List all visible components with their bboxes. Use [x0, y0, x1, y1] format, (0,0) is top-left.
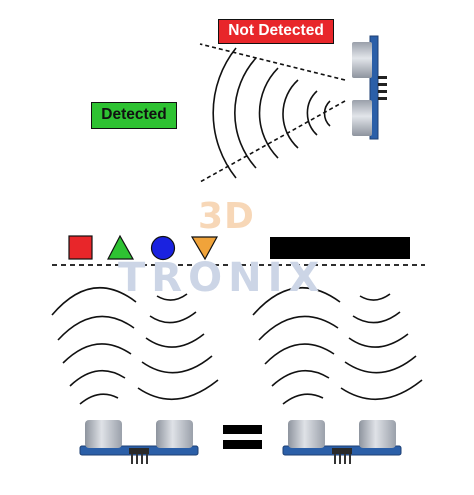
bottom-left-sensor	[79, 420, 199, 464]
sensor-pins	[378, 76, 387, 100]
transducer-right	[359, 420, 396, 448]
wave-arc	[51, 287, 137, 316]
sensor-pins	[334, 454, 351, 464]
left-wave-group-b	[137, 293, 219, 400]
transducer-top	[352, 42, 372, 78]
bottom-right-sensor	[282, 420, 402, 464]
wave-arc	[323, 100, 331, 127]
equals-bar-top	[223, 425, 262, 434]
equals-sign	[223, 425, 262, 449]
not-detected-label: Not Detected	[218, 19, 334, 44]
equals-bar-bottom	[223, 440, 262, 449]
wave-arc	[57, 315, 135, 341]
red-square	[68, 235, 93, 260]
transducer-right	[156, 420, 193, 448]
wave-arc	[258, 315, 339, 341]
wave-arc	[141, 355, 213, 374]
wave-arc	[69, 369, 126, 387]
watermark-logo-bottom: TRONIX	[118, 255, 326, 301]
sensor-pins	[131, 454, 148, 464]
wave-arc	[359, 293, 391, 301]
blue-circle	[150, 235, 176, 261]
transducer-left	[288, 420, 325, 448]
detected-label: Detected	[91, 102, 177, 129]
left-wave-group-a	[51, 287, 137, 405]
wave-arc	[352, 311, 401, 324]
wave-arc	[234, 57, 257, 169]
wave-arc	[79, 393, 119, 405]
wave-arc	[344, 355, 417, 374]
watermark-logo-top: 3D	[198, 196, 255, 237]
wave-arc	[212, 47, 237, 179]
wave-arc	[62, 343, 132, 364]
pin-header	[332, 448, 352, 454]
transducer-left	[85, 420, 122, 448]
wave-arc	[258, 67, 279, 159]
wave-arc	[252, 287, 341, 316]
wave-arc	[271, 369, 330, 387]
sensor-board-side	[369, 35, 379, 140]
wave-arc	[137, 379, 219, 400]
wave-arc	[306, 90, 318, 136]
wave-arc	[340, 379, 423, 400]
black-bar	[270, 237, 410, 259]
wave-arc	[156, 293, 188, 301]
top-waves	[212, 47, 331, 179]
wave-arc	[145, 333, 205, 348]
right-wave-group-a	[252, 287, 341, 405]
wave-arc	[282, 393, 324, 405]
transducer-bottom	[352, 100, 372, 136]
wave-arc	[264, 343, 335, 365]
pin-header	[129, 448, 149, 454]
green-triangle	[107, 234, 135, 260]
cone-edge-bottom	[199, 100, 346, 183]
wave-arc	[348, 333, 409, 348]
wave-arc	[282, 79, 299, 149]
right-wave-group-b	[340, 293, 423, 400]
cone-edge-top	[199, 43, 346, 81]
wave-arc	[149, 311, 197, 324]
orange-triangle	[190, 236, 219, 261]
top-sensor	[352, 35, 387, 140]
